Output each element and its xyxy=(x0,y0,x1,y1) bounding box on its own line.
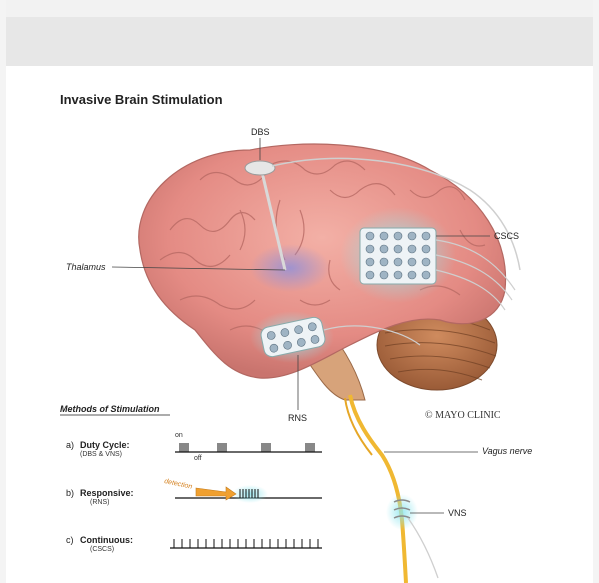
label-dbs: DBS xyxy=(251,127,270,137)
cont-pulses xyxy=(174,539,318,548)
duty-bursts xyxy=(180,443,314,452)
method-a-sub: (DBS & VNS) xyxy=(80,451,122,458)
method-b-name: Responsive: xyxy=(80,488,134,498)
methods-heading: Methods of Stimulation xyxy=(60,404,160,414)
label-vagus-nerve: Vagus nerve xyxy=(482,446,532,456)
label-thalamus: Thalamus xyxy=(66,262,106,272)
method-c-prefix: c) xyxy=(66,535,74,545)
duty-on-label: on xyxy=(175,432,183,439)
vagus-nerve xyxy=(350,395,406,583)
label-rns: RNS xyxy=(288,413,307,423)
vagus-branch xyxy=(345,398,372,455)
method-a-prefix: a) xyxy=(66,440,74,450)
figure-title: Invasive Brain Stimulation xyxy=(60,92,223,107)
resp-glow xyxy=(232,485,268,503)
method-b-sub: (RNS) xyxy=(90,499,109,506)
method-a-name: Duty Cycle: xyxy=(80,440,130,450)
label-cscs: CSCS xyxy=(494,231,519,241)
label-vns: VNS xyxy=(448,508,467,518)
resp-burst xyxy=(240,489,258,498)
method-c-name: Continuous: xyxy=(80,535,133,545)
duty-off-label: off xyxy=(194,455,202,462)
vns-lead xyxy=(408,518,438,578)
thalamus-glow xyxy=(250,244,330,292)
dbs-implant xyxy=(245,161,275,175)
method-b-prefix: b) xyxy=(66,488,74,498)
copyright-text: © MAYO CLINIC xyxy=(425,410,501,421)
method-c-sub: (CSCS) xyxy=(90,546,114,553)
